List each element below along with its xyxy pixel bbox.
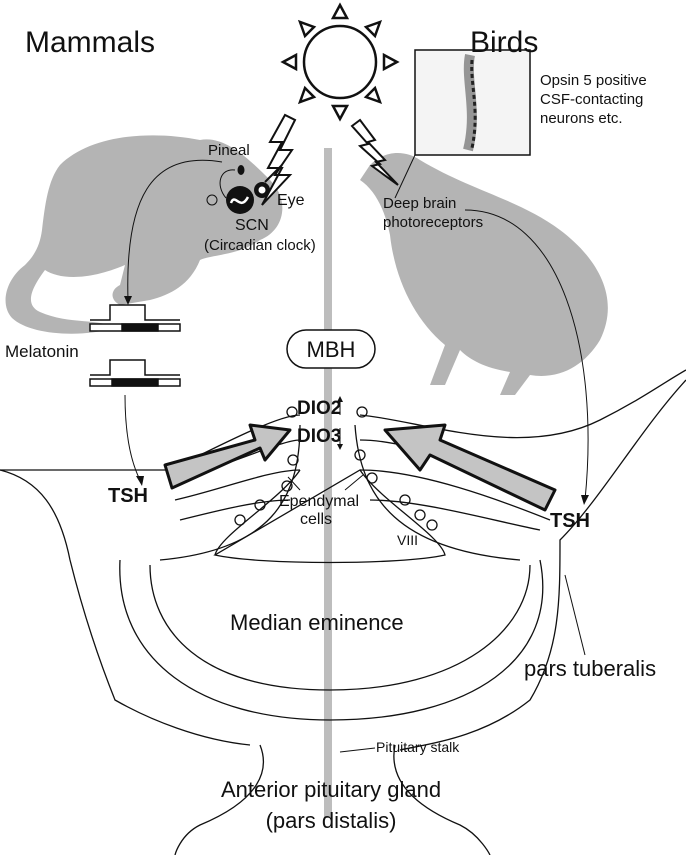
lightning-icon <box>350 118 399 186</box>
opsin-label-line3: neurons etc. <box>540 110 623 127</box>
dio3-label: DIO3 <box>297 426 341 447</box>
median-eminence-label: Median eminence <box>230 610 404 635</box>
tsh-arrow-right <box>383 423 557 512</box>
anterior-pituitary-label-line2: (pars distalis) <box>266 808 397 833</box>
lightning-icon <box>261 113 297 206</box>
scn-label: SCN <box>235 217 269 234</box>
tsh-right-label: TSH <box>550 510 590 532</box>
pineal-icon <box>237 165 245 175</box>
mammals-title: Mammals <box>25 26 155 59</box>
mbh-badge <box>286 329 376 369</box>
tsh-arrow-left <box>163 423 292 490</box>
arrow-pineal-to-melatonin <box>127 159 223 301</box>
arrow-photoreceptors-to-tsh <box>464 209 589 501</box>
mammal-silhouette <box>5 135 283 334</box>
eye-label: Eye <box>277 192 305 209</box>
deep-brain-label-line2: photoreceptors <box>383 214 483 231</box>
anterior-pituitary-label-line1: Anterior pituitary gland <box>221 777 441 802</box>
bird-silhouette <box>360 153 608 395</box>
mbh-label: MBH <box>307 337 356 362</box>
opsin-label-line2: CSF-contacting <box>540 91 643 108</box>
opsin-label-line1: Opsin 5 positive <box>540 72 647 89</box>
pars-tuberalis-label: pars tuberalis <box>524 656 656 681</box>
viii-label: VIII <box>397 532 418 548</box>
deep-brain-label-line1: Deep brain <box>383 195 456 212</box>
melatonin-waveform <box>89 304 181 387</box>
melatonin-label: Melatonin <box>5 342 79 361</box>
ependymal-label-line1: Ependymal <box>279 493 359 510</box>
scn-icon <box>226 186 254 214</box>
sun-icon <box>280 2 400 122</box>
pineal-label: Pineal <box>208 142 250 159</box>
central-divider <box>324 148 332 818</box>
birds-title: Birds <box>470 26 538 59</box>
circadian-clock-label: (Circadian clock) <box>204 237 316 254</box>
tsh-left-label: TSH <box>108 485 148 507</box>
dio2-label: DIO2 <box>297 398 341 419</box>
pituitary-stalk-label: Pituitary stalk <box>376 739 460 755</box>
ependymal-label-line2: cells <box>300 511 332 528</box>
